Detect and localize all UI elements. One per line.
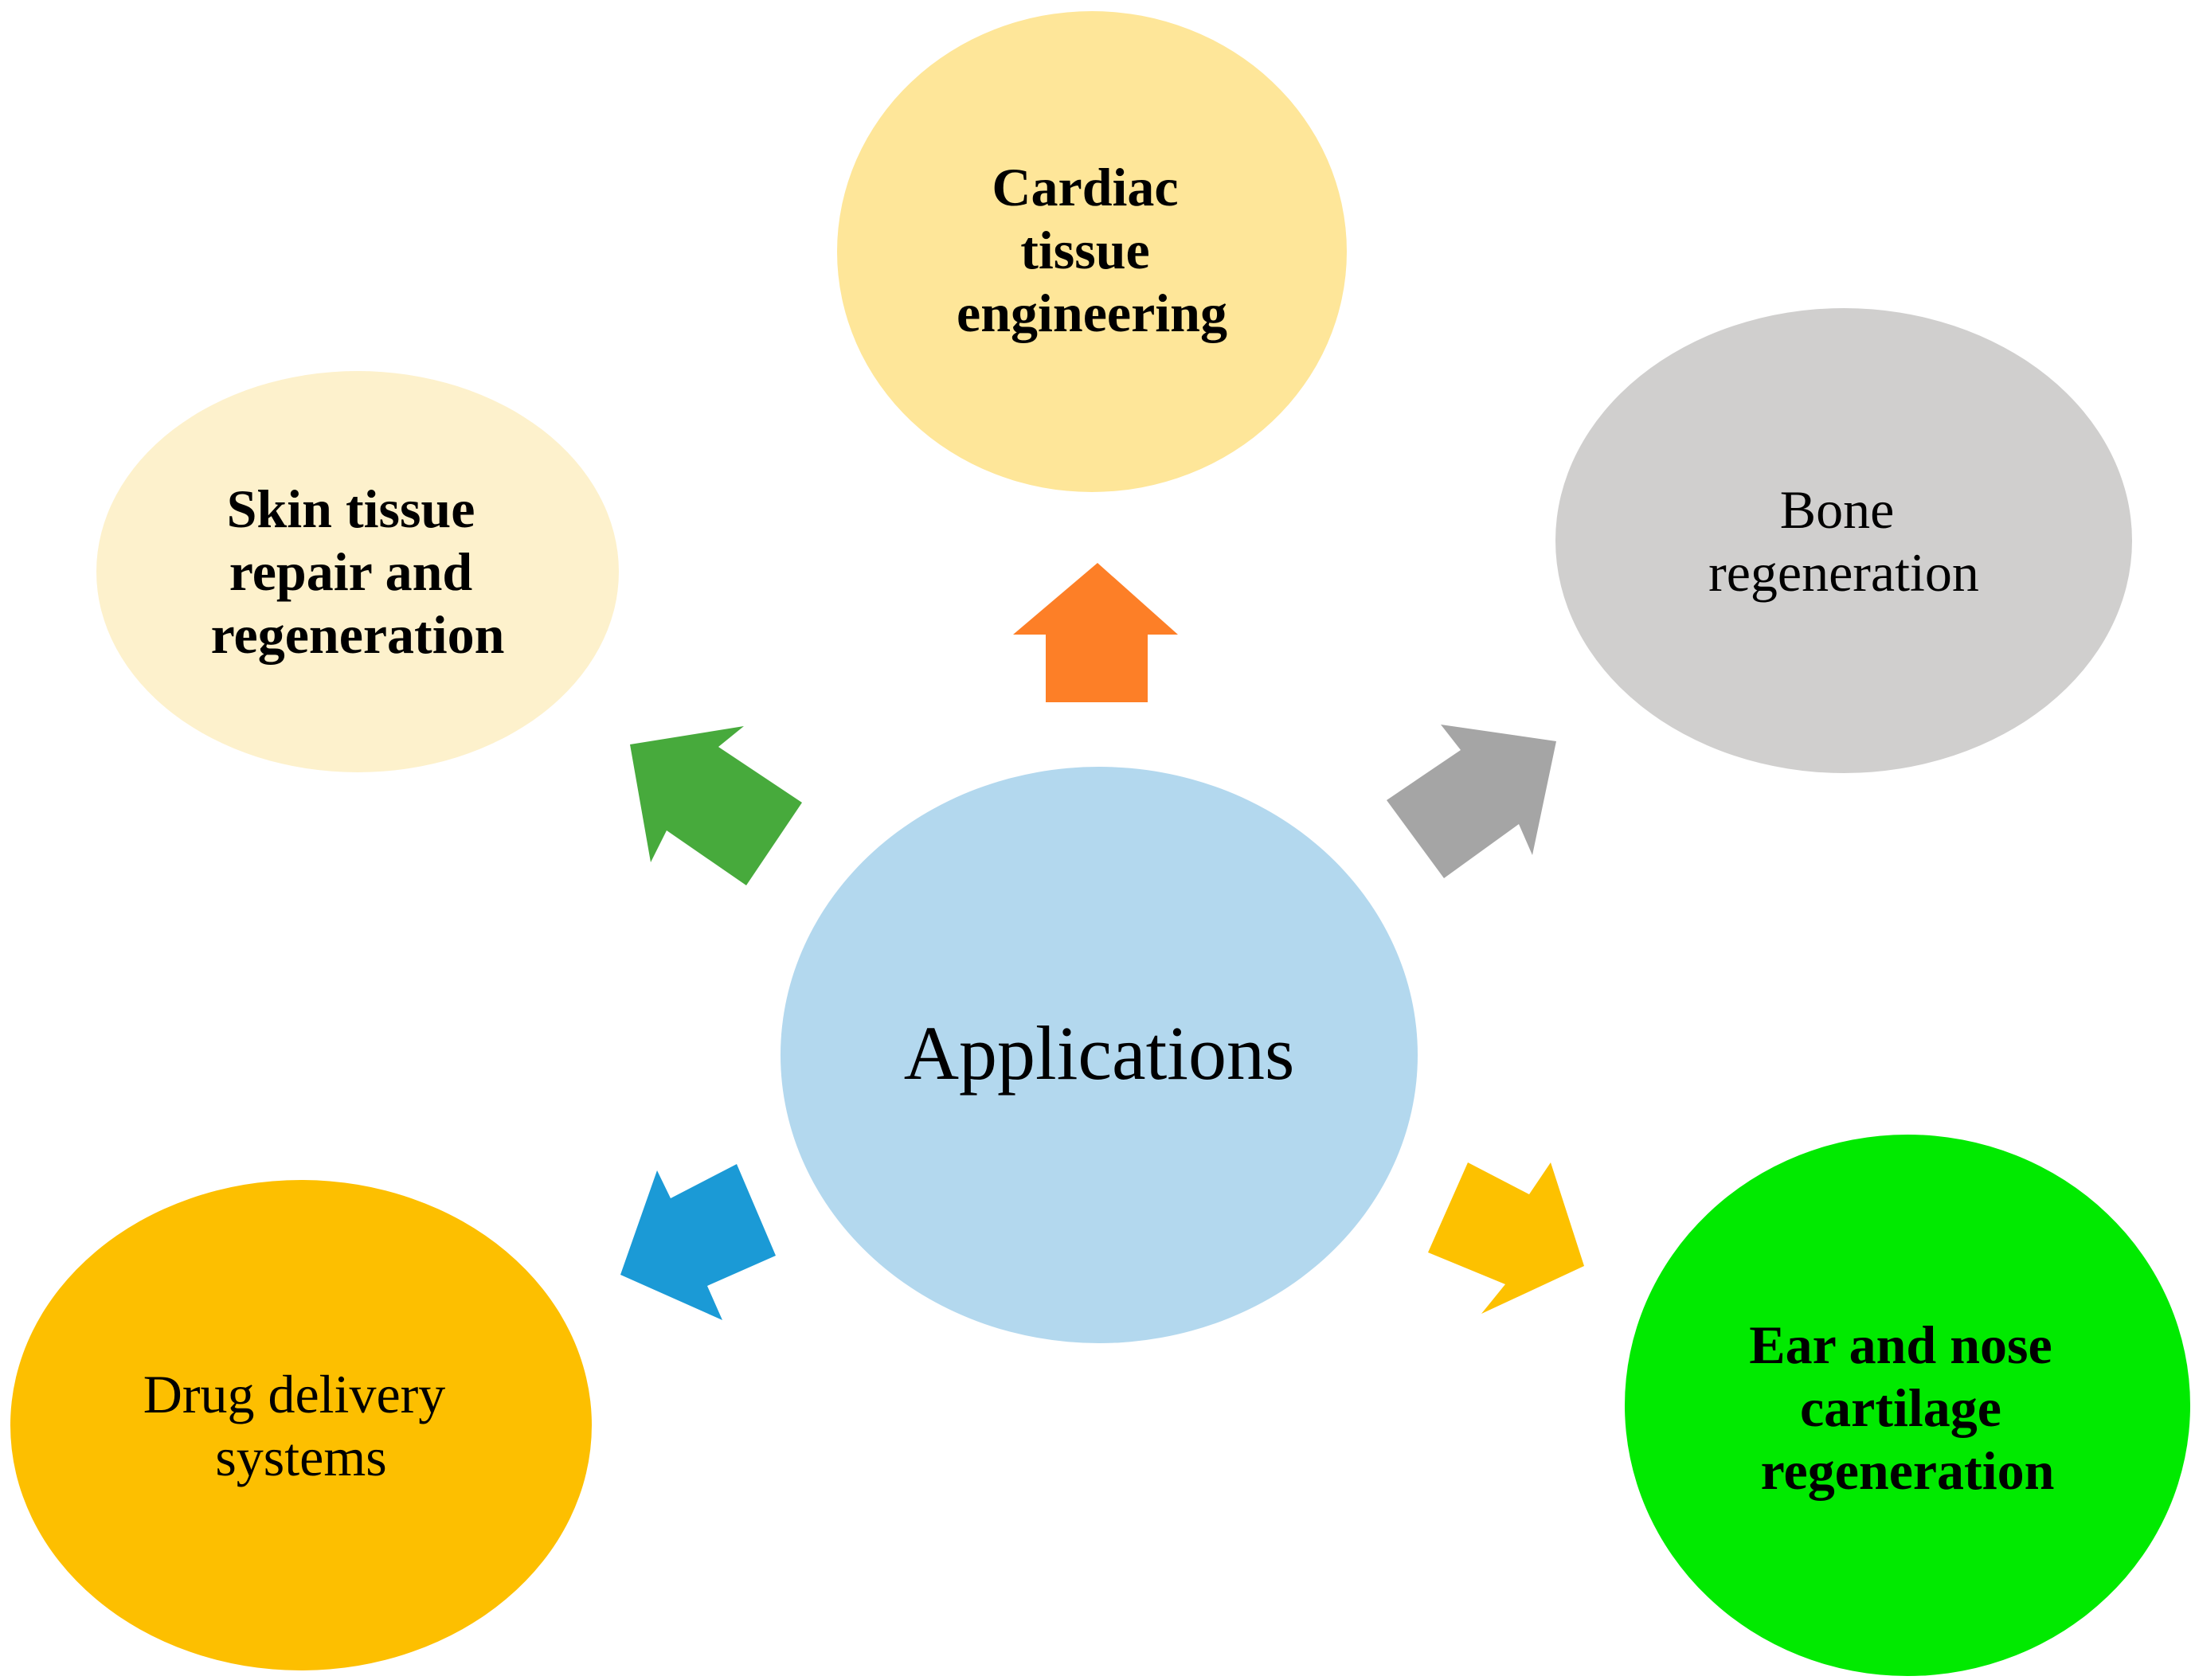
node-skin-line-2: repair and [229,541,473,602]
node-bone-ellipse [1555,308,2132,773]
node-cardiac-line-2: tissue [1020,220,1149,280]
svg-text:Skin tissue repair and: Skin tissue repair and regeneration [211,479,505,665]
node-cartilage-line-3: regeneration [1761,1440,2055,1501]
svg-text:Cardiac tissue eng: Cardiac tissue engineering [957,157,1227,343]
node-bone-line-2: regeneration [1708,542,1979,603]
arrow-to-drug [620,1164,776,1320]
arrow-to-bone [1387,725,1556,878]
arrow-to-cardiac [1013,563,1178,702]
node-bone: Bone regeneration [1555,308,2132,773]
node-drug-ellipse [10,1180,592,1670]
center-label: Applications [904,1010,1295,1096]
node-cardiac: Cardiac tissue engineering [837,11,1347,492]
svg-text:Ear and nose cartilage: Ear and nose cartilage regeneration [1749,1315,2065,1501]
node-skin-line-1: Skin tissue [227,479,475,539]
node-drug-line-1: Drug delivery [143,1364,446,1424]
arrow-to-skin [630,726,802,885]
node-cartilage-line-2: cartilage [1800,1377,2001,1438]
svg-text:Drug delivery systems: Drug delivery systems [143,1364,460,1487]
node-cardiac-ellipse [837,11,1347,492]
arrow-to-cartilage [1428,1162,1584,1314]
node-cartilage-ellipse [1625,1135,2190,1676]
node-skin-line-3: regeneration [211,604,505,665]
node-bone-line-1: Bone [1780,479,1895,540]
node-cardiac-line-3: engineering [957,283,1227,343]
node-cartilage-line-1: Ear and nose [1749,1315,2052,1375]
node-drug: Drug delivery systems [10,1180,592,1670]
node-skin: Skin tissue repair and regeneration [96,371,619,772]
node-cardiac-line-1: Cardiac [992,157,1178,217]
node-cartilage: Ear and nose cartilage regeneration [1625,1135,2190,1676]
node-drug-line-2: systems [215,1427,386,1487]
center-node: Applications [781,767,1418,1343]
svg-text:Bone regeneration: Bone regeneration [1708,479,1979,603]
center-ellipse [781,767,1418,1343]
node-skin-ellipse [96,371,619,772]
